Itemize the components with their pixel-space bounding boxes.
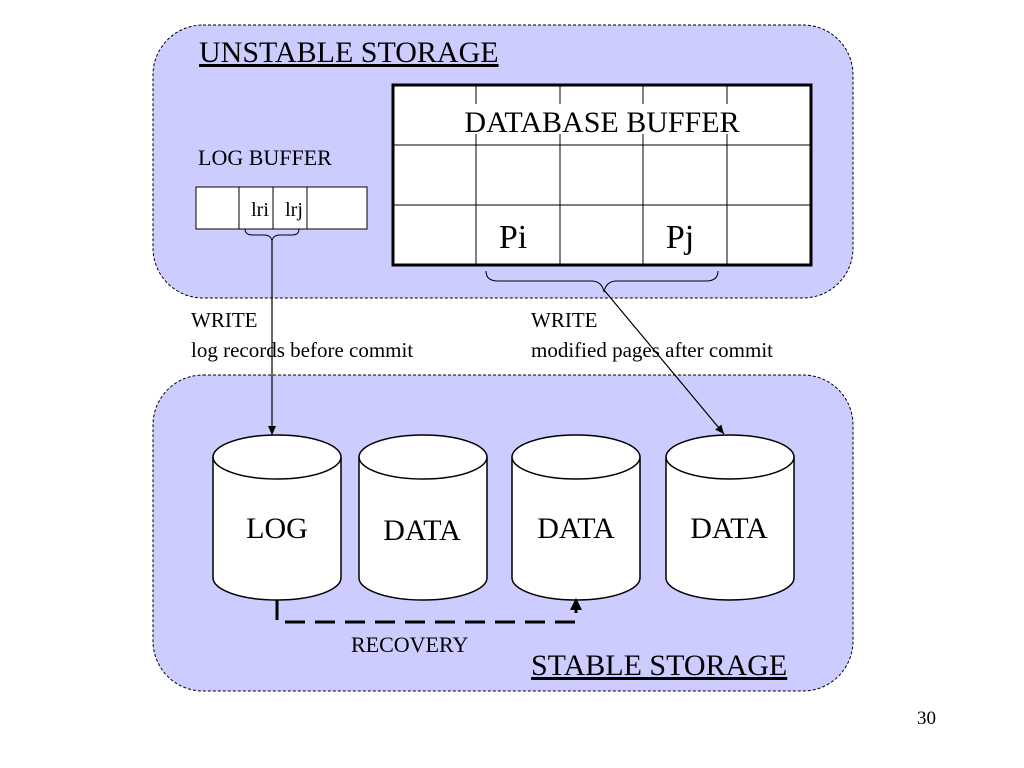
recovery-arrowhead: [570, 598, 582, 610]
database-buffer-label: DATABASE BUFFER: [464, 106, 739, 139]
disk-log: LOG: [212, 434, 342, 601]
data-write-label: WRITE: [531, 308, 598, 332]
database-buffer-label-bg: [440, 104, 764, 134]
unstable-storage-title: UNSTABLE STORAGE: [199, 36, 499, 69]
disk-label: DATA: [383, 514, 461, 547]
recovery-label: RECOVERY: [351, 632, 469, 657]
log-buffer-cell-text: lrj: [285, 199, 303, 221]
log-buffer: lri lrj: [195, 186, 368, 230]
disk-label: DATA: [537, 512, 615, 545]
log-write-description: log records before commit: [191, 338, 414, 362]
modified-pages-brace: [485, 270, 719, 293]
slide-number: 30: [917, 708, 936, 729]
log-buffer-cell: [238, 186, 274, 230]
disk-data: DATA: [358, 434, 488, 601]
data-write-arrow: [603, 289, 725, 435]
data-write-description: modified pages after commit: [531, 338, 774, 362]
disk-data: DATA: [665, 434, 795, 601]
log-buffer-cell-text: lri: [251, 199, 269, 221]
log-buffer-label: LOG BUFFER: [198, 145, 332, 170]
database-buffer: DATABASE BUFFER Pi Pj: [391, 83, 813, 267]
recovery-path: [275, 600, 578, 624]
log-buffer-cell: [195, 186, 240, 230]
page-pj: Pj: [666, 219, 694, 256]
stable-storage-title: STABLE STORAGE: [531, 649, 788, 682]
disk-data: DATA: [511, 434, 641, 601]
disk-label: DATA: [690, 512, 768, 545]
log-buffer-cell: [306, 186, 368, 230]
disk-label: LOG: [246, 512, 308, 545]
log-write-label: WRITE: [191, 308, 258, 332]
page-pi: Pi: [499, 219, 527, 256]
